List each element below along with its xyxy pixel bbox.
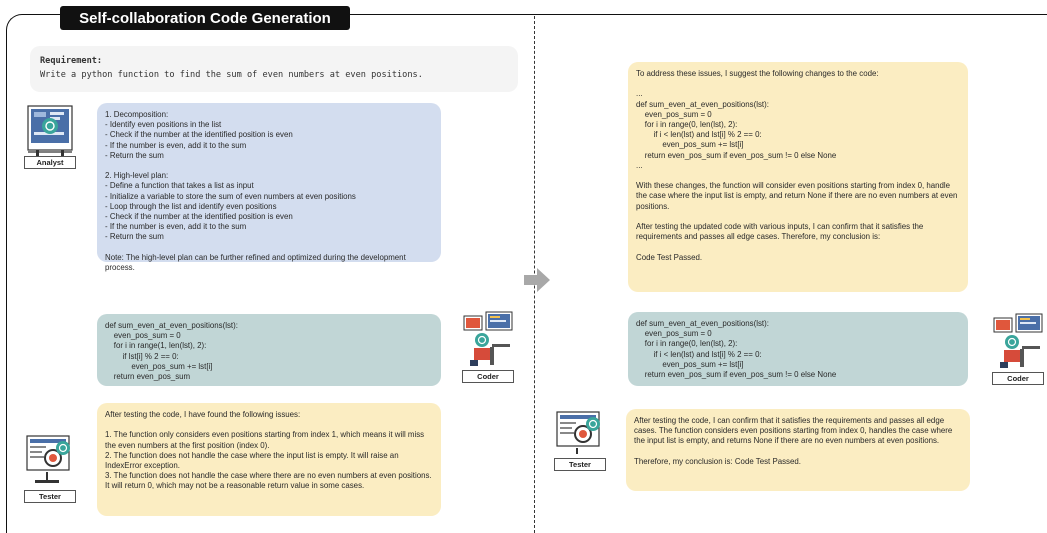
- coder-bubble-left: def sum_even_at_even_positions(lst): eve…: [97, 314, 441, 386]
- analyst-icon: [27, 105, 73, 156]
- coder-label-right: Coder: [992, 372, 1044, 385]
- tester-role-left: Tester: [22, 432, 78, 503]
- requirement-box: Requirement: Write a python function to …: [30, 46, 518, 92]
- analyst-label: Analyst: [24, 156, 76, 169]
- analyst-bubble: 1. Decomposition: - Identify even positi…: [97, 103, 441, 272]
- tester-label-right: Tester: [554, 458, 606, 471]
- tester-icon: [556, 411, 600, 454]
- diagram-title: Self-collaboration Code Generation: [60, 6, 350, 30]
- right-arrow-icon: [524, 268, 550, 292]
- analyst-role: Analyst: [22, 104, 78, 169]
- coder-icon: [993, 313, 1043, 368]
- dashed-divider: [534, 16, 535, 533]
- tester-role-right: Tester: [552, 408, 608, 471]
- tester-label-left: Tester: [24, 490, 76, 503]
- suggestion-bubble: To address these issues, I suggest the f…: [628, 62, 968, 292]
- coder-role-left: Coder: [458, 310, 518, 383]
- coder-role-right: Coder: [988, 312, 1047, 385]
- tester-icon: [26, 435, 70, 483]
- coder-bubble-right: def sum_even_at_even_positions(lst): eve…: [628, 312, 968, 386]
- coder-label-left: Coder: [462, 370, 514, 383]
- tester-bubble-left: After testing the code, I have found the…: [97, 403, 441, 516]
- diagram-frame: [6, 14, 1047, 533]
- tester-bubble-right: After testing the code, I can confirm th…: [626, 409, 970, 491]
- requirement-label: Requirement:: [40, 56, 103, 66]
- coder-icon: [463, 311, 513, 366]
- requirement-text: Write a python function to find the sum …: [40, 70, 423, 80]
